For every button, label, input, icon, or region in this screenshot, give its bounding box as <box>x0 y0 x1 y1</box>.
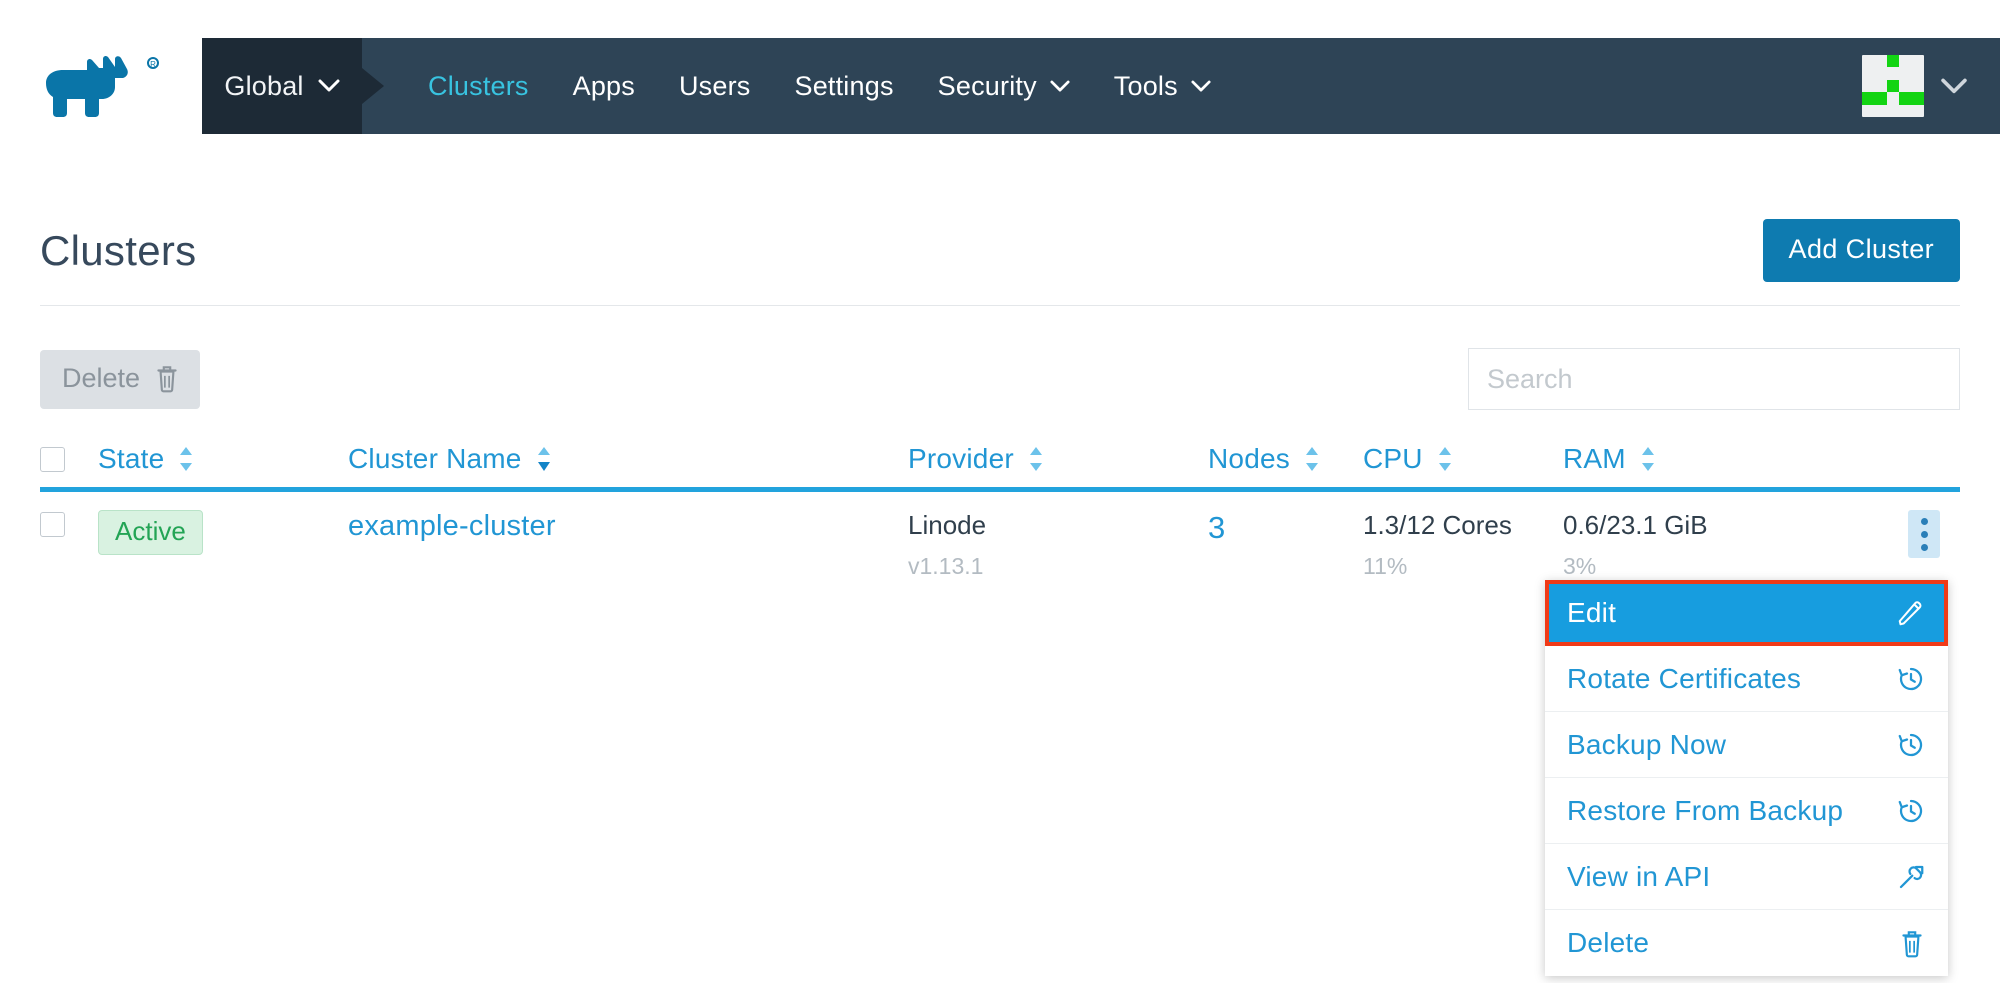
sort-arrows-icon <box>1302 444 1322 474</box>
nav-item-apps[interactable]: Apps <box>551 38 657 134</box>
page-header: Clusters Add Cluster <box>40 196 1960 306</box>
row-state-cell: Active <box>98 510 348 555</box>
user-menu[interactable] <box>1862 55 2000 117</box>
select-all-checkbox[interactable] <box>40 447 65 472</box>
sort-arrows-icon <box>1435 444 1455 474</box>
nodes-count-link[interactable]: 3 <box>1208 510 1226 545</box>
sort-arrows-icon <box>176 444 196 474</box>
nav-item-clusters[interactable]: Clusters <box>406 38 551 134</box>
cluster-name-link[interactable]: example-cluster <box>348 510 556 542</box>
table-row: Active example-cluster Linode v1.13.1 3 … <box>40 492 1960 584</box>
chevron-down-icon <box>318 79 340 93</box>
menu-item-restore-from-backup[interactable]: Restore From Backup <box>1545 778 1948 844</box>
select-all-cell <box>40 445 98 472</box>
kebab-dot <box>1920 530 1928 538</box>
nav-item-users[interactable]: Users <box>657 38 773 134</box>
column-label: Nodes <box>1208 442 1290 474</box>
nav-label: Users <box>678 70 751 101</box>
sort-arrows-icon <box>534 444 554 474</box>
table-toolbar: Delete <box>40 345 1960 413</box>
menu-item-label: View in API <box>1567 860 1711 892</box>
cpu-percent: 11% <box>1363 553 1408 579</box>
column-header-state[interactable]: State <box>98 443 348 475</box>
global-context-label: Global <box>224 70 304 101</box>
history-clock-icon <box>1896 796 1926 826</box>
history-clock-icon <box>1896 730 1926 760</box>
nav-item-security[interactable]: Security <box>916 38 1092 134</box>
column-label: Cluster Name <box>348 442 522 474</box>
trash-icon <box>154 363 180 393</box>
primary-nav: Clusters Apps Users Settings Security To… <box>362 38 2000 134</box>
rancher-cow-logo-icon: R <box>46 55 159 117</box>
row-checkbox[interactable] <box>40 512 65 537</box>
nav-label: Security <box>937 70 1037 101</box>
row-select-cell <box>40 510 98 537</box>
row-context-menu: Edit Rotate Certificates Backup Now <box>1545 580 1948 976</box>
provider-name: Linode <box>908 510 987 540</box>
menu-item-label: Edit <box>1567 597 1617 628</box>
column-label: RAM <box>1563 442 1626 474</box>
nav-label: Clusters <box>428 70 529 101</box>
cpu-value: 1.3/12 Cores <box>1363 510 1512 540</box>
row-ram-cell: 0.6/23.1 GiB 3% <box>1563 510 1843 580</box>
nav-label: Settings <box>794 70 894 101</box>
row-actions-cell <box>1843 510 1960 558</box>
menu-item-label: Restore From Backup <box>1567 794 1844 826</box>
bulk-delete-button[interactable]: Delete <box>40 349 201 409</box>
column-header-provider[interactable]: Provider <box>908 443 1208 475</box>
search-input[interactable] <box>1468 348 1960 410</box>
menu-item-label: Backup Now <box>1567 728 1727 760</box>
column-label: State <box>98 442 165 474</box>
column-header-cluster-name[interactable]: Cluster Name <box>348 443 908 475</box>
chevron-down-icon <box>1940 78 1968 95</box>
history-clock-icon <box>1896 664 1926 694</box>
menu-item-label: Rotate Certificates <box>1567 662 1802 694</box>
nav-label: Apps <box>572 70 635 101</box>
top-navigation-bar: R Global Clusters Apps Users Settings Se… <box>0 38 2000 134</box>
page-title: Clusters <box>40 226 197 274</box>
row-provider-cell: Linode v1.13.1 <box>908 510 1208 580</box>
clusters-table: State Cluster Name Provider <box>40 430 1960 584</box>
menu-item-delete[interactable]: Delete <box>1545 910 1948 976</box>
column-header-nodes[interactable]: Nodes <box>1208 443 1363 475</box>
ram-percent: 3% <box>1563 553 1597 579</box>
provider-version: v1.13.1 <box>908 553 984 579</box>
global-context-switcher[interactable]: Global <box>202 38 362 134</box>
menu-item-rotate-certificates[interactable]: Rotate Certificates <box>1545 646 1948 712</box>
chevron-down-icon <box>1191 80 1211 93</box>
menu-item-view-in-api[interactable]: View in API <box>1545 844 1948 910</box>
add-cluster-button[interactable]: Add Cluster <box>1762 219 1960 282</box>
menu-item-backup-now[interactable]: Backup Now <box>1545 712 1948 778</box>
row-cpu-cell: 1.3/12 Cores 11% <box>1363 510 1563 580</box>
menu-item-edit[interactable]: Edit <box>1545 580 1948 646</box>
user-identicon-avatar <box>1862 55 1924 117</box>
row-name-cell: example-cluster <box>348 510 908 543</box>
trash-icon <box>1898 928 1926 958</box>
status-badge: Active <box>98 510 203 555</box>
app-logo[interactable]: R <box>0 38 202 134</box>
nav-label: Tools <box>1113 70 1178 101</box>
bulk-delete-label: Delete <box>62 362 141 393</box>
column-header-ram[interactable]: RAM <box>1563 443 1843 475</box>
ram-value: 0.6/23.1 GiB <box>1563 510 1708 540</box>
kebab-dot <box>1920 517 1928 525</box>
column-header-cpu[interactable]: CPU <box>1363 443 1563 475</box>
menu-item-label: Delete <box>1567 927 1650 958</box>
kebab-dot <box>1920 543 1928 551</box>
chevron-down-icon <box>1050 80 1070 93</box>
sort-arrows-icon <box>1638 444 1658 474</box>
nav-item-tools[interactable]: Tools <box>1092 38 1233 134</box>
kebab-menu-icon[interactable] <box>1908 510 1940 558</box>
table-header-row: State Cluster Name Provider <box>40 430 1960 492</box>
column-label: Provider <box>908 442 1014 474</box>
svg-text:R: R <box>150 60 156 69</box>
external-link-icon <box>1896 862 1926 892</box>
column-label: CPU <box>1363 442 1423 474</box>
sort-arrows-icon <box>1026 444 1046 474</box>
row-nodes-cell: 3 <box>1208 510 1363 546</box>
pencil-icon <box>1896 598 1926 628</box>
nav-item-settings[interactable]: Settings <box>772 38 915 134</box>
